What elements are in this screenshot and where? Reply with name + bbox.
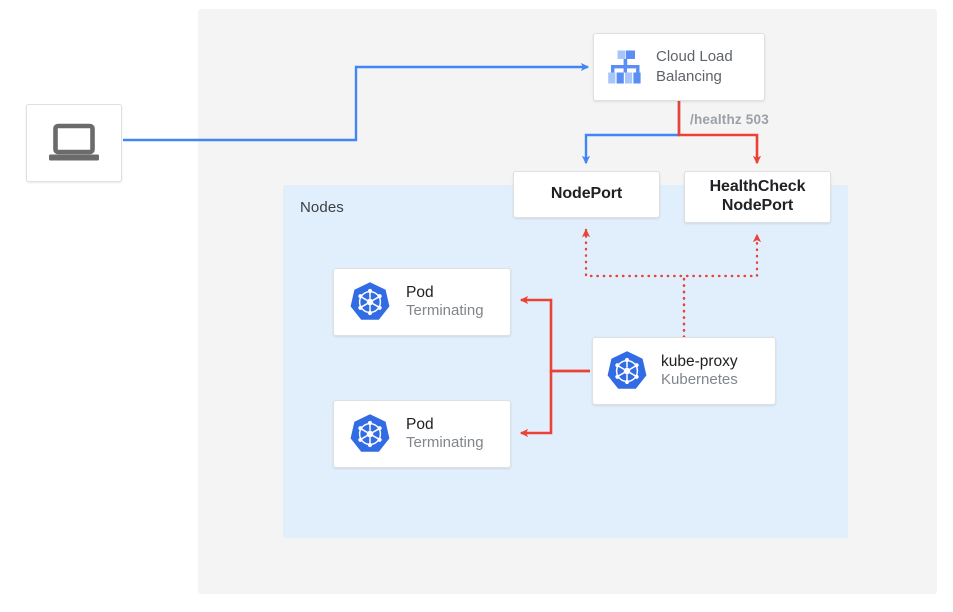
laptop-icon xyxy=(49,123,99,161)
healthcheck-nodeport-label-line1: HealthCheck xyxy=(709,178,806,196)
healthcheck-nodeport-label-line2: NodePort xyxy=(721,197,794,214)
cloud-load-balancing-label-line2: Balancing xyxy=(656,68,722,85)
healthcheck-nodeport-node[interactable]: HealthCheck NodePort xyxy=(684,171,831,223)
cloud-load-balancing-node[interactable]: Cloud Load Balancing xyxy=(593,33,765,101)
kubernetes-icon xyxy=(607,351,647,389)
client-node[interactable] xyxy=(26,104,122,182)
kubernetes-icon xyxy=(350,282,390,320)
pod-node[interactable]: Pod Terminating xyxy=(333,400,511,468)
healthz-status-label: /healthz 503 xyxy=(690,112,769,127)
pod-title: Pod xyxy=(406,283,434,301)
cloud-load-balancing-label-line1: Cloud Load xyxy=(656,48,733,66)
pod-status: Terminating xyxy=(406,434,484,452)
pod-text: Pod Terminating xyxy=(406,415,484,453)
pod-node[interactable]: Pod Terminating xyxy=(333,268,511,336)
pod-text: Pod Terminating xyxy=(406,283,484,321)
kube-proxy-text: kube-proxy Kubernetes xyxy=(661,352,738,390)
nodeport-node[interactable]: NodePort xyxy=(513,171,660,218)
nodeport-label: NodePort xyxy=(550,185,623,203)
pod-title: Pod xyxy=(406,415,434,433)
pod-status: Terminating xyxy=(406,302,484,320)
kube-proxy-title: kube-proxy xyxy=(661,352,738,370)
kube-proxy-node[interactable]: kube-proxy Kubernetes xyxy=(592,337,776,405)
nodes-region-label: Nodes xyxy=(300,199,344,216)
cloud-load-balancing-label: Cloud Load Balancing xyxy=(656,47,733,87)
kube-proxy-subtitle: Kubernetes xyxy=(661,371,738,389)
kubernetes-icon xyxy=(350,414,390,452)
healthcheck-nodeport-label: HealthCheck NodePort xyxy=(710,178,806,216)
cloud-load-balancing-icon xyxy=(608,50,641,84)
